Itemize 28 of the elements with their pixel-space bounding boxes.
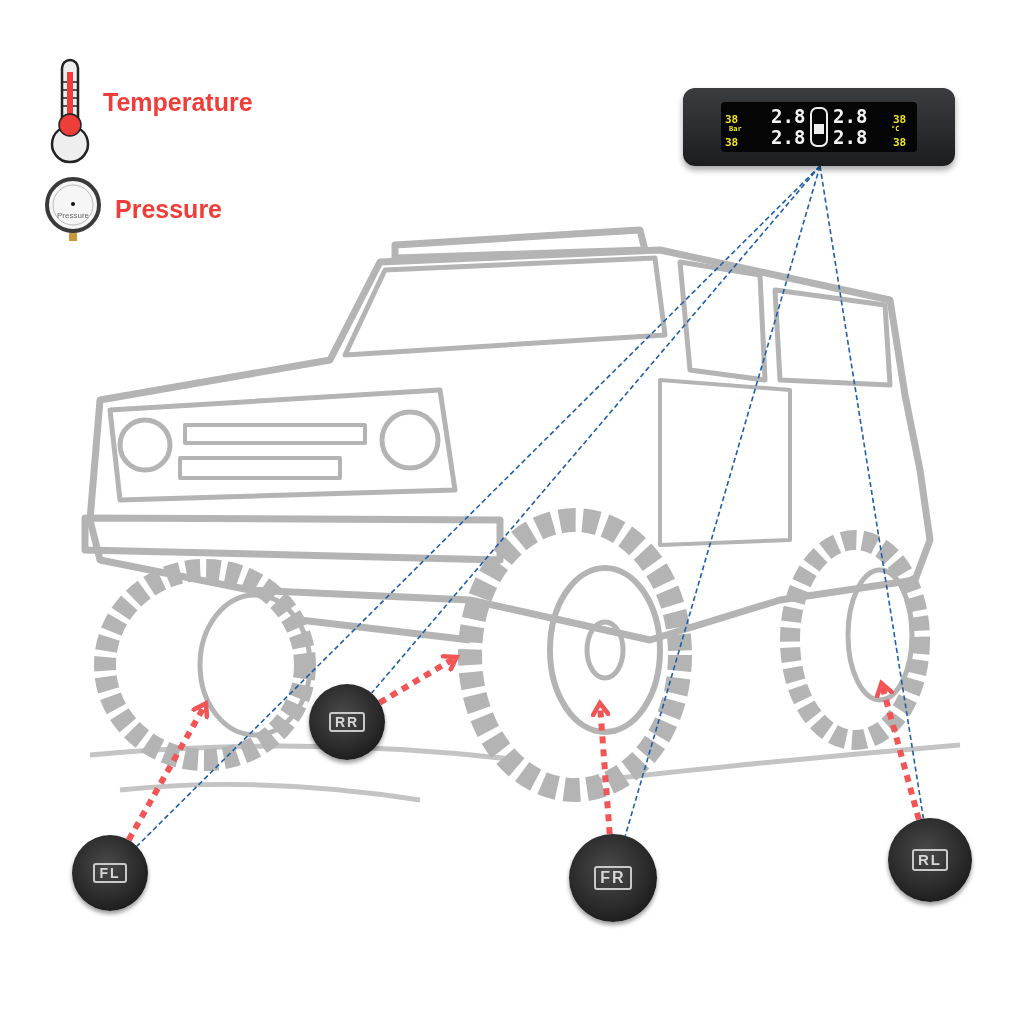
display-reading: 38 bbox=[893, 137, 907, 148]
display-reading: 2.8 bbox=[833, 128, 868, 147]
display-reading: 2.8 bbox=[833, 107, 868, 126]
dotted-arrow bbox=[378, 654, 459, 706]
display-reading: 38 bbox=[725, 137, 739, 148]
valve-cap-sensor bbox=[569, 834, 657, 922]
display-reading: 38 bbox=[725, 114, 739, 125]
tpms-monitor bbox=[683, 88, 955, 166]
dashed-line bbox=[136, 165, 821, 847]
dashed-line bbox=[624, 165, 821, 837]
legend-text: Pressure bbox=[115, 195, 223, 224]
display-reading: 2.8 bbox=[771, 107, 806, 126]
display-reading: 2.8 bbox=[771, 128, 806, 147]
dotted-arrow bbox=[590, 700, 613, 835]
sensor-label: FR bbox=[594, 866, 632, 890]
valve-cap-sensor bbox=[309, 684, 385, 760]
legend-text: Temperature bbox=[103, 88, 253, 117]
dotted-arrow bbox=[874, 680, 922, 821]
sensor-label: RR bbox=[328, 711, 366, 733]
sensor-label: RL bbox=[912, 849, 948, 871]
display-reading: 38 bbox=[893, 114, 907, 125]
dial-text: Pressure bbox=[57, 211, 89, 220]
valve-cap-sensor bbox=[888, 818, 972, 902]
dashed-line bbox=[370, 165, 821, 694]
valve-cap-sensor bbox=[72, 835, 148, 911]
sensor-label: FL bbox=[93, 862, 127, 884]
dotted-arrow bbox=[126, 701, 210, 842]
dashed-line bbox=[819, 165, 925, 820]
